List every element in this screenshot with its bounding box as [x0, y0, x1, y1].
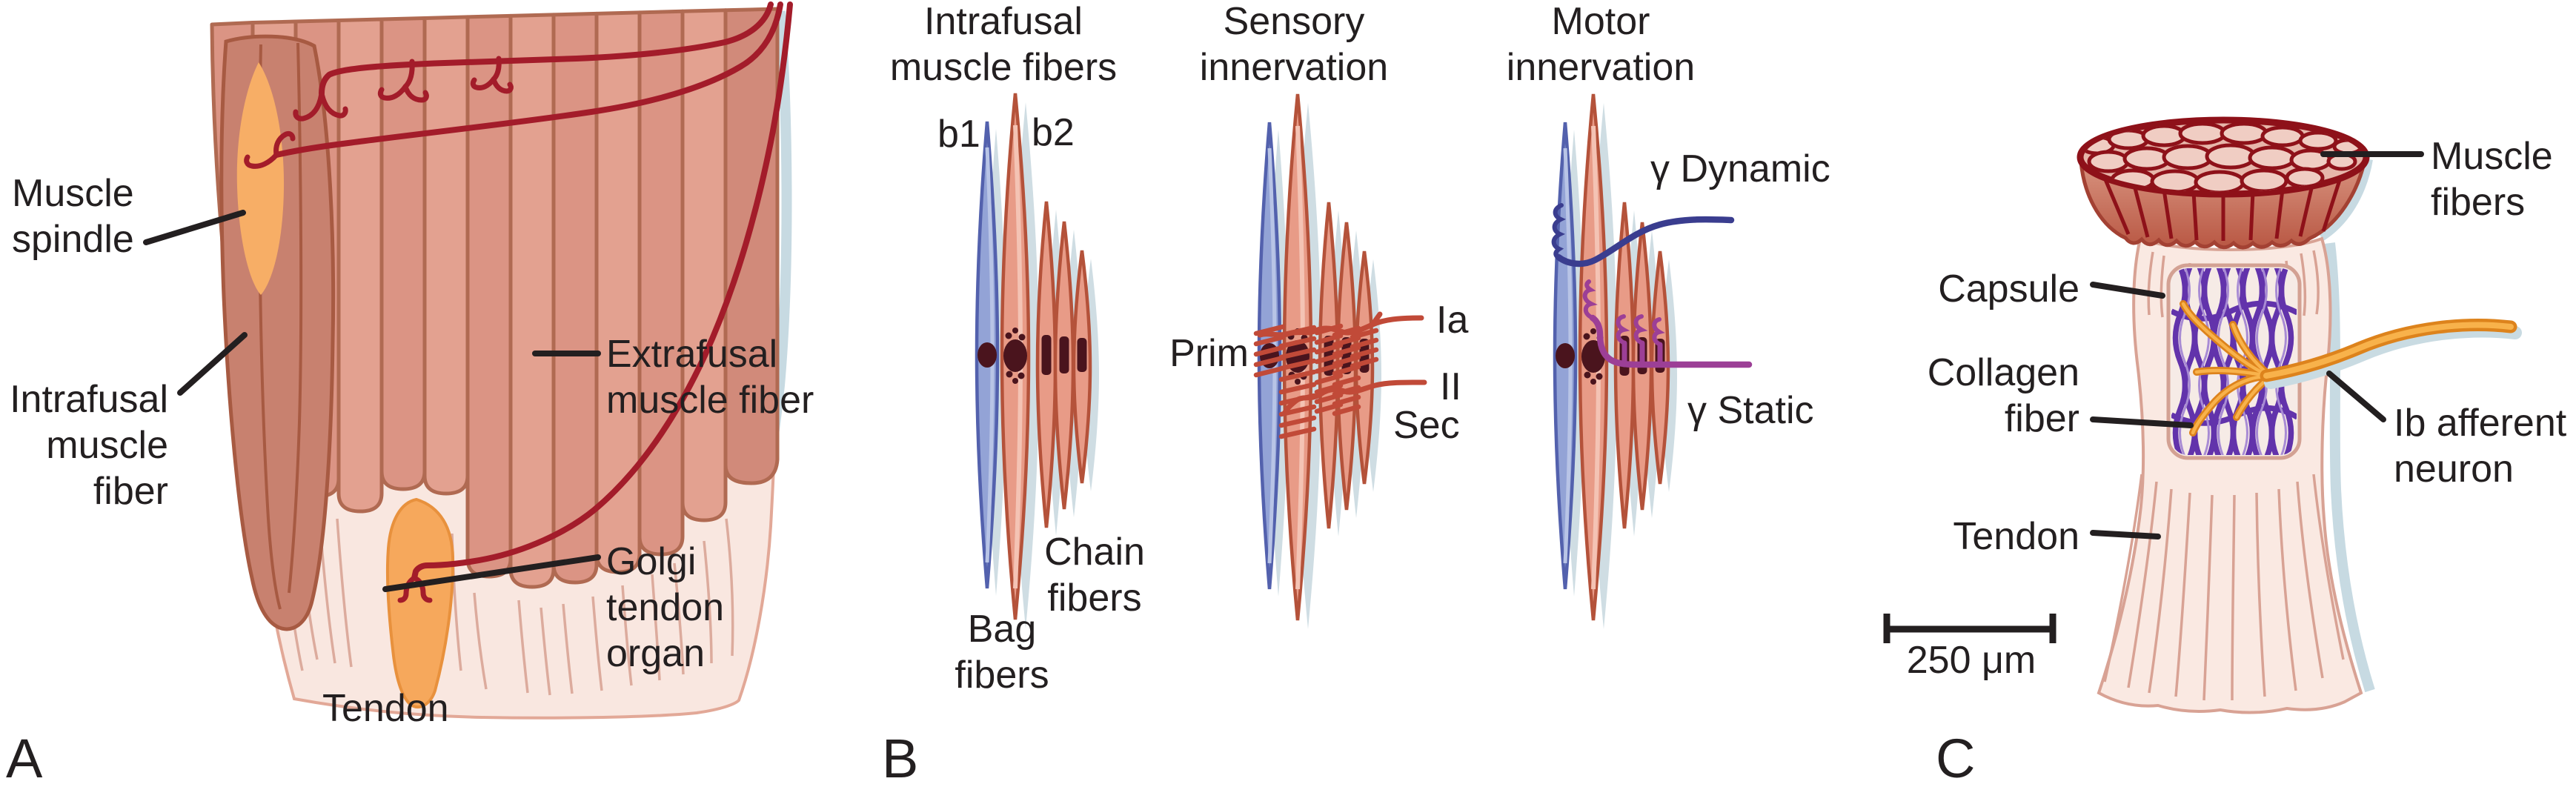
- panel-letter-B: B: [882, 728, 919, 789]
- capsule-window-border: [2166, 263, 2302, 460]
- cup-shadow: [2318, 158, 2373, 242]
- ii-axon: [1281, 379, 1427, 416]
- collagen-fiber-label: Collagen fiber: [1927, 351, 2079, 440]
- panel-letter-C: C: [1936, 728, 1976, 789]
- muscle-spindle-label: Muscle spindle: [12, 172, 134, 261]
- muscle-spindle-shape: [236, 62, 285, 295]
- leader-lines-C: [2090, 151, 2424, 539]
- intrafusal-muscle-fiber-label: Intrafusal muscle fiber: [10, 378, 168, 513]
- ia-axon: [1257, 315, 1424, 338]
- scale-bar: [1883, 614, 2057, 643]
- b1-label: b1: [937, 113, 980, 156]
- muscle-fibers-cup: [2077, 116, 2370, 250]
- panelA-drawing: [143, 1, 793, 720]
- tendon-c-streaks: [2103, 250, 2345, 701]
- leader-lines-A: [143, 210, 601, 592]
- sensory-innervation-header: Sensory innervation: [1199, 0, 1389, 89]
- gamma-static-axon: [1582, 279, 1753, 368]
- gamma-dynamic-label: γ Dynamic: [1650, 147, 1830, 190]
- motor-innervation-header: Motor innervation: [1506, 0, 1696, 89]
- muscle-fibers-label: Muscle fibers: [2431, 135, 2553, 224]
- ib-afferent-neuron-label: Ib afferent neuron: [2394, 402, 2567, 491]
- ib-afferent-core: [2263, 322, 2514, 379]
- panelB-drawing: [977, 93, 1753, 629]
- gamma-static-label: γ Static: [1687, 389, 1814, 432]
- sec-label: Sec: [1393, 404, 1460, 447]
- bag-fibers-label: Bag fibers: [955, 608, 1049, 697]
- tendon-c-label: Tendon: [1953, 515, 2079, 558]
- prim-label: Prim: [1169, 332, 1249, 375]
- golgi-tendon-organ-shape: [385, 497, 455, 708]
- cup-radial-lines: [2102, 177, 2343, 241]
- gamma-dynamic-axon: [1551, 203, 1735, 268]
- ii-label: II: [1440, 365, 1461, 408]
- panelC-drawing: [1883, 116, 2522, 714]
- panel-letter-A: A: [6, 728, 43, 789]
- intrafusal-fibers-header: Intrafusal muscle fibers: [889, 0, 1118, 89]
- chain-fibers-label: Chain fibers: [1044, 531, 1145, 620]
- scale-bar-label: 250 μm: [1906, 639, 2036, 682]
- b2-label: b2: [1032, 111, 1075, 154]
- capsule-label: Capsule: [1938, 268, 2079, 310]
- tendon-label: Tendon: [322, 687, 449, 730]
- nerves: [244, 1, 793, 603]
- tendon-shadow: [2325, 242, 2375, 693]
- sensory-endings: [1253, 311, 1427, 439]
- golgi-tendon-organ-label: Golgi tendon organ: [606, 540, 725, 675]
- extrafusal-muscle-fiber-label: Extrafusal muscle fiber: [606, 333, 814, 422]
- ia-label: Ia: [1436, 299, 1469, 342]
